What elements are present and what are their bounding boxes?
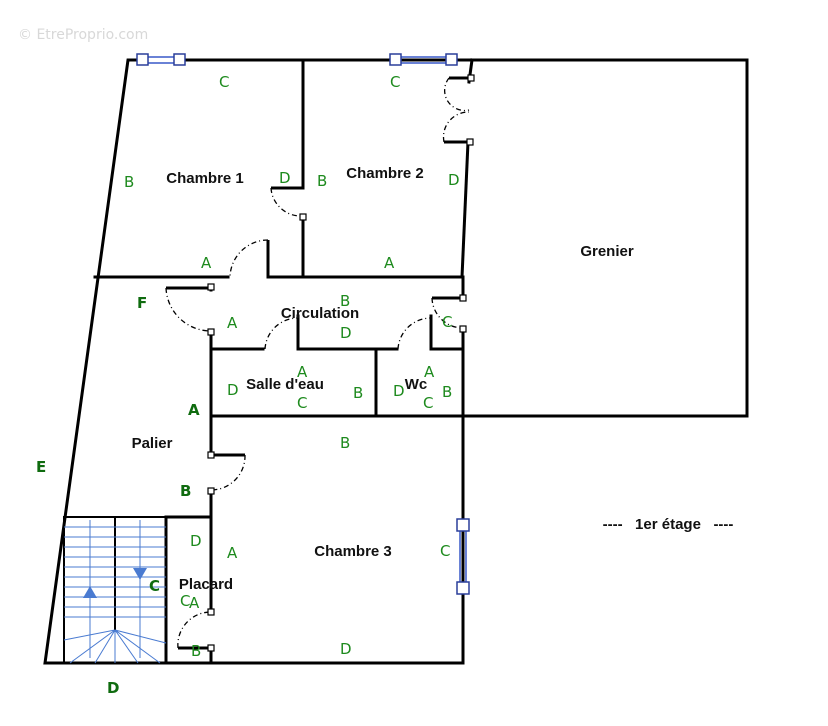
room-label-wc: Wc (405, 376, 428, 393)
wall-label: C (442, 313, 452, 331)
room-label-chambre3: Chambre 3 (314, 543, 392, 560)
door-jamb (207, 608, 215, 616)
wall-label: F (137, 294, 147, 312)
door-swing-wc (397, 317, 432, 350)
door-jamb (207, 283, 215, 291)
wall-label: D (227, 381, 239, 399)
wall-label: A (424, 363, 435, 381)
wall-label: D (393, 382, 405, 400)
arrow-down-icon (133, 568, 147, 580)
window-frame (136, 53, 149, 66)
wall-label: D (190, 532, 202, 550)
door-jamb (459, 294, 467, 302)
wall-label: C (149, 577, 160, 595)
floor-label: ---- 1er étage ---- (603, 516, 734, 533)
wall-label: A (189, 594, 200, 612)
window-frame (389, 53, 402, 66)
wall-labels: C C B D B D A A F B A D C A D C B A D C … (36, 73, 460, 697)
door-jamb (207, 487, 215, 495)
door-jamb (466, 138, 474, 146)
wall-label: A (227, 544, 238, 562)
door-swing-palier-top (165, 287, 212, 332)
door-swing-placard (177, 611, 212, 649)
door-jamb (207, 644, 215, 652)
door-jamb (299, 213, 307, 221)
wall-label: D (107, 679, 119, 697)
door-swing-salle-eau (264, 317, 299, 350)
staircase (63, 516, 167, 664)
wall-label: D (279, 169, 291, 187)
room-label-chambre1: Chambre 1 (166, 170, 244, 187)
room-label-chambre2: Chambre 2 (346, 165, 424, 182)
door-jamb (459, 325, 467, 333)
wall-label: B (442, 383, 452, 401)
windows (136, 53, 470, 595)
room-labels: Chambre 1 Chambre 2 Grenier Circulation … (132, 165, 634, 593)
wall-label: A (384, 254, 395, 272)
door-swing-grenier-bottom (442, 111, 470, 143)
wall-label: B (340, 434, 350, 452)
wall-label: B (340, 292, 350, 310)
door-swing-chambre1-bottom (229, 239, 269, 278)
arrow-up-icon (83, 586, 97, 598)
wall-label: A (188, 401, 200, 419)
wall-label: B (317, 172, 327, 190)
walls (43, 58, 749, 665)
wall-label: B (180, 482, 191, 500)
wall-label: C (219, 73, 229, 91)
window-frame (456, 581, 470, 595)
door-jamb (207, 328, 215, 336)
wall-label: B (353, 384, 363, 402)
watermark: © EtreProprio.com (18, 27, 148, 43)
window-frame (456, 518, 470, 532)
wall-label: D (340, 640, 352, 658)
door-jamb (207, 451, 215, 459)
wall-label: C (390, 73, 400, 91)
room-label-circulation: Circulation (281, 305, 359, 322)
stair-steps (64, 526, 166, 618)
doors (165, 74, 475, 652)
door-swing-chambre3 (210, 454, 246, 491)
door-swing-chambre1 (270, 187, 304, 217)
door-jamb (467, 74, 475, 82)
room-label-grenier: Grenier (580, 243, 634, 260)
wall-label: C (180, 592, 190, 610)
wall-label: D (448, 171, 460, 189)
room-label-palier: Palier (132, 435, 173, 452)
window-frame (445, 53, 458, 66)
wall-label: B (191, 642, 201, 660)
stair-winder (63, 629, 167, 664)
wall-label: C (440, 542, 450, 560)
wall-label: A (201, 254, 212, 272)
wall-label: A (297, 363, 308, 381)
wall-label: C (297, 394, 307, 412)
wall-label: E (36, 458, 46, 476)
wall-label: A (227, 314, 238, 332)
outer-wall-main (43, 58, 749, 665)
wall-chambre2-grenier (460, 140, 470, 279)
room-label-salle-eau: Salle d'eau (246, 376, 324, 393)
window-frame (173, 53, 186, 66)
wall-label: C (423, 394, 433, 412)
door-swing-grenier-top (443, 77, 470, 112)
room-label-placard: Placard (179, 576, 233, 593)
wall-label: D (340, 324, 352, 342)
wall-label: B (124, 173, 134, 191)
